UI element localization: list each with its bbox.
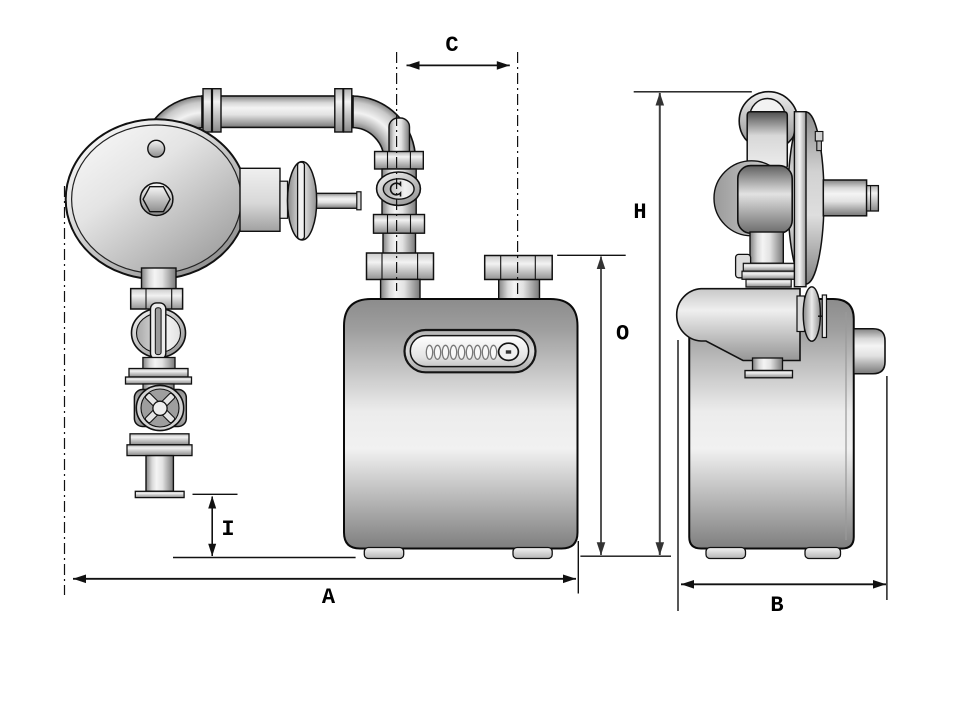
svg-text:A: A	[322, 585, 336, 610]
svg-text:C: C	[445, 33, 458, 58]
svg-text:O: O	[616, 321, 629, 346]
svg-text:H: H	[633, 200, 646, 225]
svg-text:B: B	[770, 593, 783, 618]
svg-text:I: I	[221, 517, 234, 542]
